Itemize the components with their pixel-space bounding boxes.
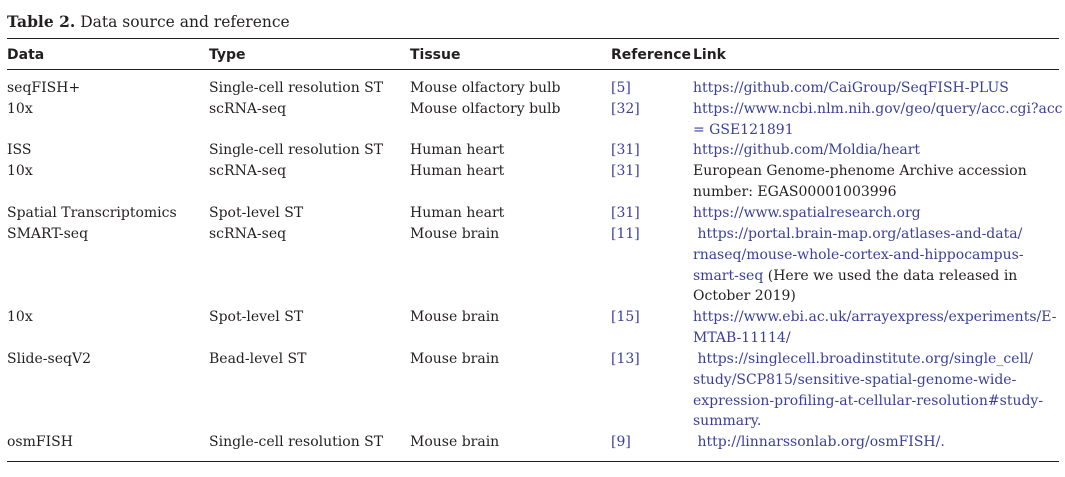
cell-data: seqFISH+: [7, 80, 81, 96]
cell-tissue: Human heart: [410, 163, 505, 179]
cell-type: Spot-level ST: [209, 205, 304, 221]
reference-link[interactable]: [11]: [611, 226, 640, 242]
reference-link[interactable]: [31]: [611, 205, 640, 221]
header-data: Data: [7, 47, 45, 63]
cell-data: 10x: [7, 309, 33, 325]
cell-type: scRNA-seq: [209, 226, 287, 242]
bottom-rule: [7, 461, 1059, 462]
cell-type: scRNA-seq: [209, 101, 287, 117]
data-link[interactable]: https://portal.brain-map.org/atlases-and…: [693, 226, 1024, 305]
data-link[interactable]: https://singlecell.broadinstitute.org/si…: [693, 351, 1044, 430]
cell-tissue: Mouse brain: [410, 226, 500, 242]
reference-link[interactable]: [31]: [611, 163, 640, 179]
data-link[interactable]: https://github.com/Moldia/heart: [693, 142, 921, 158]
cell-type: Spot-level ST: [209, 309, 304, 325]
cell-tissue: Mouse brain: [410, 351, 500, 367]
reference-link[interactable]: [9]: [611, 434, 631, 450]
header-link: Link: [693, 47, 726, 63]
table-caption: Table 2. Data source and reference: [7, 12, 290, 32]
reference-link[interactable]: [32]: [611, 101, 640, 117]
cell-type: scRNA-seq: [209, 163, 287, 179]
reference-link[interactable]: [31]: [611, 142, 640, 158]
reference-link[interactable]: [13]: [611, 351, 640, 367]
cell-tissue: Mouse brain: [410, 434, 500, 450]
header-reference: Reference: [611, 47, 692, 63]
cell-data: 10x: [7, 101, 33, 117]
top-rule: [7, 38, 1059, 39]
reference-link[interactable]: [5]: [611, 80, 631, 96]
header-type: Type: [209, 47, 246, 63]
data-link[interactable]: https://github.com/CaiGroup/SeqFISH-PLUS: [693, 80, 1009, 96]
cell-data: SMART-seq: [7, 226, 89, 242]
cell-type: Single-cell resolution ST: [209, 80, 384, 96]
cell-tissue: Human heart: [410, 205, 505, 221]
cell-type: Bead-level ST: [209, 351, 307, 367]
cell-tissue: Mouse olfactory bulb: [410, 80, 561, 96]
data-link[interactable]: https://www.ebi.ac.uk/arrayexpress/exper…: [693, 309, 1057, 346]
cell-data: Spatial Transcriptomics: [7, 205, 177, 221]
cell-type: Single-cell resolution ST: [209, 142, 384, 158]
cell-data: 10x: [7, 163, 33, 179]
caption-text: Data source and reference: [80, 13, 290, 31]
data-link[interactable]: https://www.spatialresearch.org: [693, 205, 921, 221]
header-rule: [7, 69, 1059, 70]
cell-tissue: Mouse brain: [410, 309, 500, 325]
header-tissue: Tissue: [410, 47, 461, 63]
accession-text: European Genome-phenome Archive accessio…: [693, 163, 1027, 200]
data-link[interactable]: https://www.ncbi.nlm.nih.gov/geo/query/a…: [693, 101, 1063, 138]
cell-type: Single-cell resolution ST: [209, 434, 384, 450]
reference-link[interactable]: [15]: [611, 309, 640, 325]
cell-data: Slide-seqV2: [7, 351, 91, 367]
caption-label: Table 2.: [7, 12, 76, 31]
data-link[interactable]: http://linnarssonlab.org/osmFISH/.: [693, 434, 945, 450]
cell-data: ISS: [7, 142, 32, 158]
cell-tissue: Mouse olfactory bulb: [410, 101, 561, 117]
cell-tissue: Human heart: [410, 142, 505, 158]
cell-data: osmFISH: [7, 434, 73, 450]
